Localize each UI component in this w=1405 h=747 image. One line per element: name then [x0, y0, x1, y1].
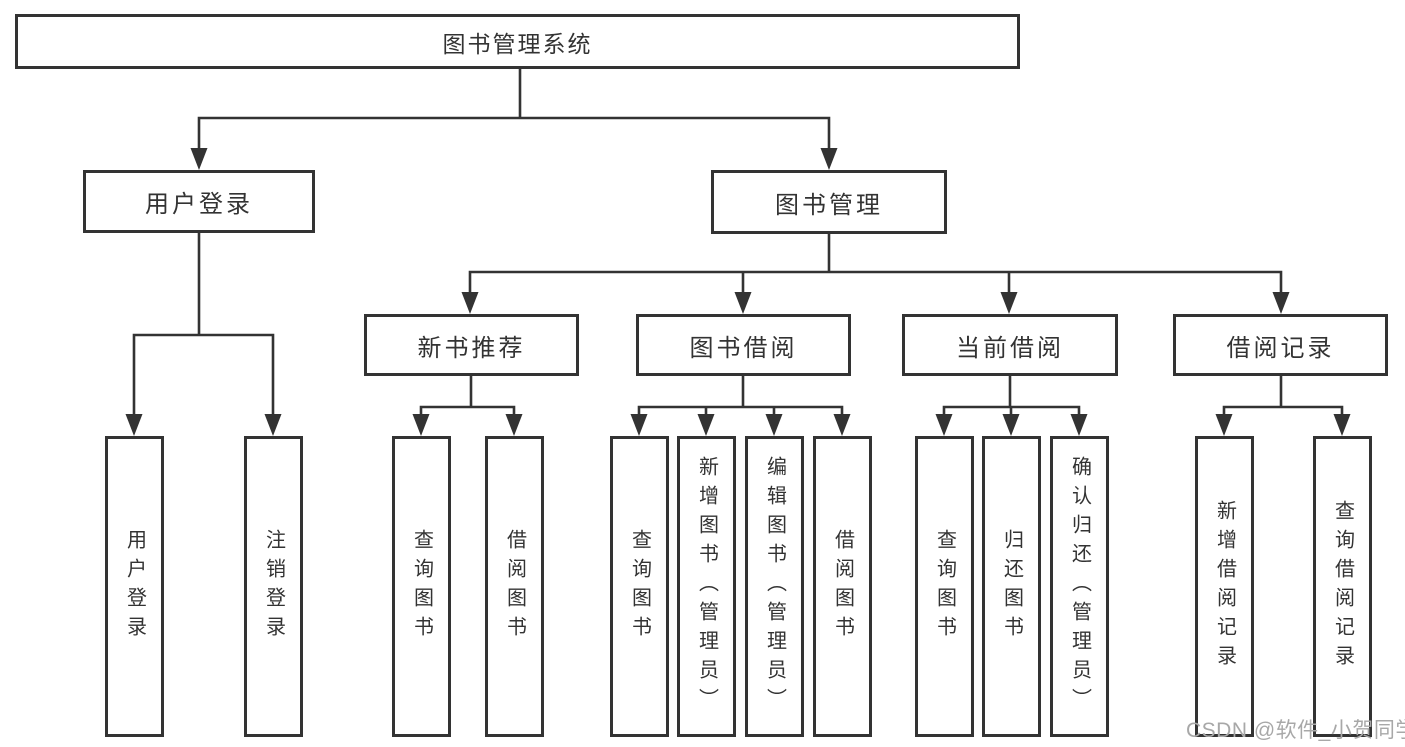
leaf-label: 借阅图书: [831, 528, 854, 645]
node-label: 借阅记录: [1226, 334, 1335, 362]
node-label: 用户登录: [145, 191, 253, 218]
node-new-book-recommend: 新书推荐: [364, 314, 579, 376]
leaf-query-books-recommend: 查询图书: [392, 436, 451, 737]
leaf-label: 归还图书: [1000, 528, 1023, 645]
node-book-management: 图书管理: [711, 170, 947, 234]
leaf-query-books-current: 查询图书: [915, 436, 974, 737]
leaf-label: 用户登录: [123, 528, 146, 645]
leaf-query-books-borrow: 查询图书: [610, 436, 669, 737]
leaf-label: 查询借阅记录: [1331, 499, 1354, 674]
leaf-add-borrow-record: 新增借阅记录: [1195, 436, 1254, 737]
leaf-edit-books-admin: 编辑图书（管理员）: [745, 436, 804, 737]
leaf-label: 查询图书: [410, 528, 433, 645]
leaf-query-borrow-record: 查询借阅记录: [1313, 436, 1372, 737]
leaf-label: 查询图书: [933, 528, 956, 645]
leaf-label: 编辑图书（管理员）: [763, 456, 786, 717]
node-book-borrow: 图书借阅: [636, 314, 851, 376]
leaf-logout: 注销登录: [244, 436, 303, 737]
node-library-management-system: 图书管理系统: [15, 14, 1020, 69]
node-label: 新书推荐: [417, 334, 526, 362]
leaf-confirm-return-admin: 确认归还（管理员）: [1050, 436, 1109, 737]
leaf-borrow-books: 借阅图书: [813, 436, 872, 737]
leaf-label: 确认归还（管理员）: [1068, 456, 1091, 717]
leaf-user-login: 用户登录: [105, 436, 164, 737]
leaf-return-books: 归还图书: [982, 436, 1041, 737]
leaf-borrow-books-recommend: 借阅图书: [485, 436, 544, 737]
node-label: 图书管理系统: [442, 30, 593, 57]
node-current-borrow: 当前借阅: [902, 314, 1118, 376]
leaf-label: 新增图书（管理员）: [695, 456, 718, 717]
node-label: 图书借阅: [689, 334, 798, 362]
node-borrow-records: 借阅记录: [1173, 314, 1388, 376]
leaf-label: 查询图书: [628, 528, 651, 645]
node-label: 图书管理: [775, 191, 883, 219]
leaf-label: 新增借阅记录: [1213, 499, 1236, 674]
node-label: 当前借阅: [956, 334, 1064, 362]
leaf-add-books-admin: 新增图书（管理员）: [677, 436, 736, 737]
node-user-login: 用户登录: [83, 170, 315, 233]
leaf-label: 借阅图书: [503, 528, 526, 645]
csdn-watermark: CSDN @软件_小贺同学: [1186, 719, 1405, 742]
leaf-label: 注销登录: [262, 528, 285, 645]
